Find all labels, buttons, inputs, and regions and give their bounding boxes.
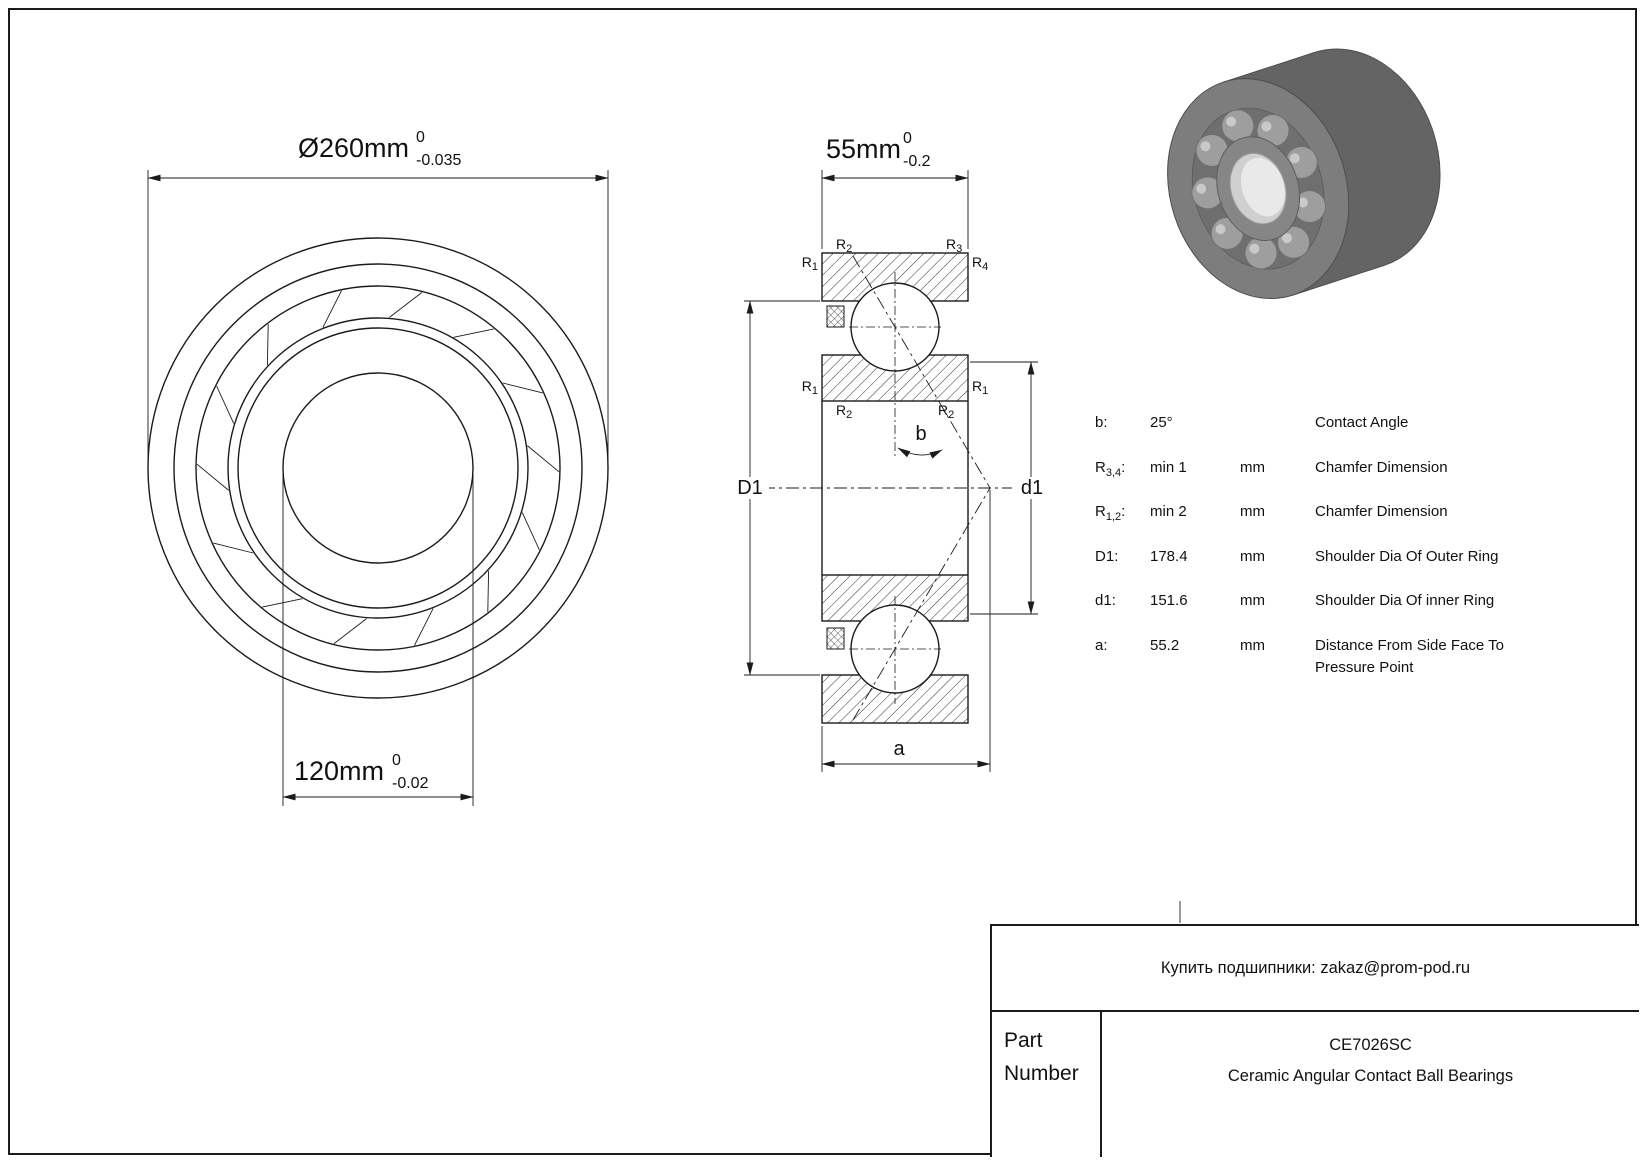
section-view: 55mm 0 -0.2 b [731, 130, 1051, 772]
spec-param: b: [1095, 414, 1108, 431]
bore-diameter-dimension [282, 474, 474, 806]
width-label: 55mm [826, 134, 901, 164]
spec-value: 55.2 [1150, 636, 1180, 654]
outer-diameter-label: Ø260mm [298, 133, 409, 163]
page-border [8, 8, 1637, 1155]
pressure-point-dimension [821, 490, 991, 772]
chamfer-label-r3-top-right: R3 [946, 236, 962, 255]
cage-pocket-lines [196, 290, 560, 646]
spec-param: a: [1095, 636, 1108, 654]
front-view: Ø260mm 0 -0.035 120mm 0 -0.02 [147, 129, 609, 806]
spec-table: b: 25° Contact Angle R3,4: min 1 mm Cham… [1095, 412, 1560, 680]
spec-param: R3,4: [1095, 458, 1126, 479]
width-dimension [821, 170, 969, 249]
bore-diameter-tol-lower: -0.02 [392, 775, 429, 792]
chamfer-label-r2-bottom-right: R2 [938, 402, 954, 421]
spec-row-chamfer-r12: R1,2: min 2 mm Chamfer Dimension [1095, 501, 1560, 546]
spec-unit: mm [1240, 636, 1265, 654]
spec-desc: Shoulder Dia Of Outer Ring [1315, 547, 1499, 565]
part-number: CE7026SC [1329, 1036, 1412, 1054]
spec-value: 178.4 [1150, 547, 1188, 565]
spec-row-chamfer-r34: R3,4: min 1 mm Chamfer Dimension [1095, 457, 1560, 502]
part-description: Ceramic Angular Contact Ball Bearings [1227, 1067, 1514, 1085]
chamfer-label-r4-outer-right: R4 [972, 254, 988, 273]
spec-param: R1,2: [1095, 503, 1126, 523]
cage-section-bottom [826, 627, 845, 650]
spec-value: 25° [1150, 414, 1173, 431]
bore-diameter-tol-upper: 0 [392, 752, 401, 769]
cage-section-top [826, 305, 845, 328]
spec-unit: mm [1240, 458, 1265, 476]
chamfer-label-r1-inner-left: R1 [802, 378, 818, 397]
bearing-3d-image [1167, 48, 1441, 300]
width-tol-lower: -0.2 [903, 153, 931, 170]
outer-diameter-tol-lower: -0.035 [416, 152, 461, 169]
contact-angle-label: b [915, 423, 926, 445]
spec-unit: mm [1240, 547, 1265, 565]
spec-desc: Distance From Side Face To Pressure Poin… [1315, 636, 1504, 677]
part-number-label: Part Number [992, 1012, 1102, 1157]
width-tol-upper: 0 [903, 130, 912, 147]
chamfer-label-r2-bottom-left: R2 [836, 402, 852, 421]
spec-desc: Shoulder Dia Of inner Ring [1315, 592, 1495, 609]
contact-angle-arc [897, 447, 943, 459]
contact-info: Купить подшипники: zakaz@prom-pod.ru [992, 926, 1639, 1012]
spec-value: 151.6 [1150, 592, 1188, 609]
spec-desc: Contact Angle [1315, 414, 1409, 431]
bore-diameter-label: 120mm [294, 756, 384, 786]
bearing-balls [1191, 109, 1327, 270]
spec-row-inner-shoulder: d1: 151.6 mm Shoulder Dia Of inner Ring [1095, 590, 1560, 635]
inner-shoulder-label: d1 [1021, 477, 1043, 499]
outer-shoulder-label: D1 [737, 477, 763, 499]
spec-value: min 1 [1150, 458, 1187, 476]
chamfer-label-r1-outer-left: R1 [802, 254, 818, 273]
contact-angle-lines [852, 255, 991, 721]
outer-diameter-tol-upper: 0 [416, 129, 425, 146]
title-block: Купить подшипники: zakaz@prom-pod.ru Par… [990, 924, 1639, 1157]
spec-unit: mm [1240, 503, 1265, 520]
spec-row-outer-shoulder: D1: 178.4 mm Shoulder Dia Of Outer Ring [1095, 546, 1560, 591]
bearing-front-circles [147, 237, 609, 699]
chamfer-label-r2-top-left: R2 [836, 236, 852, 255]
spec-desc: Chamfer Dimension [1315, 458, 1448, 476]
spec-value: min 2 [1150, 503, 1187, 520]
spec-row-contact-angle: b: 25° Contact Angle [1095, 412, 1560, 457]
spec-desc: Chamfer Dimension [1315, 503, 1448, 520]
spec-param: d1: [1095, 592, 1116, 609]
chamfer-label-r1-inner-right: R1 [972, 378, 988, 397]
pressure-point-label: a [893, 738, 905, 760]
outer-diameter-dimension [147, 170, 609, 460]
spec-unit: mm [1240, 592, 1265, 609]
spec-row-pressure-point: a: 55.2 mm Distance From Side Face To Pr… [1095, 635, 1560, 680]
spec-param: D1: [1095, 547, 1119, 565]
